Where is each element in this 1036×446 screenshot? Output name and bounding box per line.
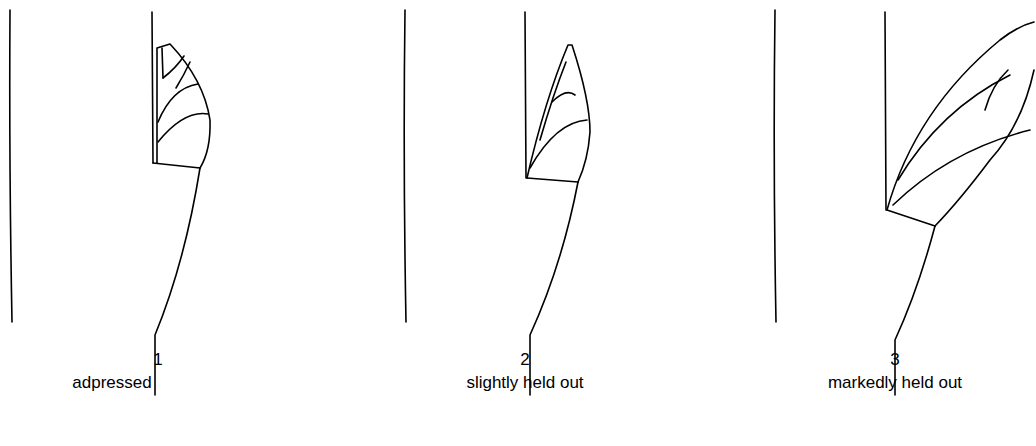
bud-slightly-held-out-figure xyxy=(404,10,590,395)
attitude-label: markedly held out xyxy=(828,373,962,393)
attitude-label: slightly held out xyxy=(466,373,583,393)
figure-number: 2 xyxy=(520,350,529,370)
figure-number: 3 xyxy=(890,350,899,370)
bud-markedly-held-out-figure xyxy=(774,10,1034,395)
figure-number: 1 xyxy=(153,350,162,370)
attitude-label: adpressed xyxy=(72,373,151,393)
bud-adpressed-figure xyxy=(10,10,210,395)
